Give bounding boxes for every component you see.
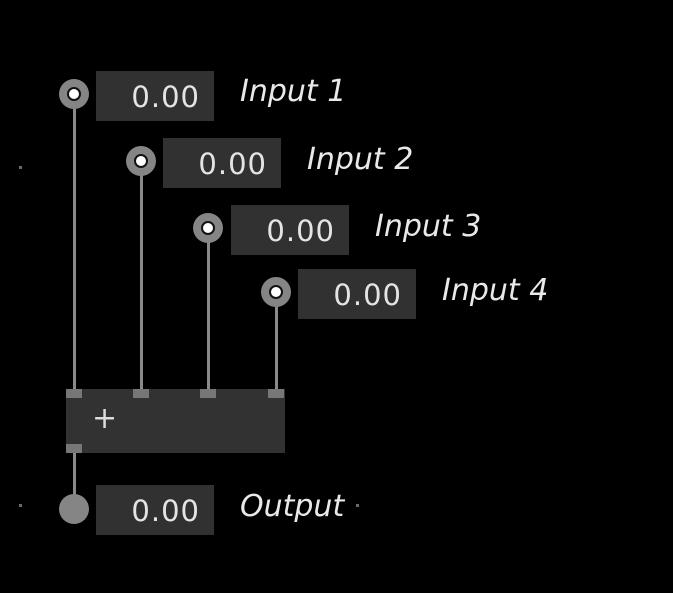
- output-value: 0.00: [96, 485, 214, 535]
- add-input-port-1[interactable]: [66, 389, 82, 398]
- add-input-port-3[interactable]: [200, 389, 216, 398]
- add-output-port[interactable]: [66, 444, 82, 453]
- input-1-value[interactable]: 0.00: [96, 71, 214, 121]
- input-4-wire: [275, 306, 278, 393]
- input-1-wire: [73, 108, 76, 393]
- anchor-dot: [19, 504, 22, 507]
- input-4-label: Input 4: [442, 273, 549, 308]
- input-3-wire: [207, 242, 210, 393]
- input-4-value[interactable]: 0.00: [298, 269, 416, 319]
- input-3-jack[interactable]: [193, 213, 223, 243]
- anchor-dot: [356, 504, 359, 507]
- add-input-port-4[interactable]: [268, 389, 284, 398]
- jack-hole-icon: [269, 285, 283, 299]
- anchor-dot: [19, 166, 22, 169]
- input-3-value[interactable]: 0.00: [231, 205, 349, 255]
- output-wire: [73, 451, 76, 497]
- jack-hole-icon: [134, 154, 148, 168]
- input-1-jack[interactable]: [59, 79, 89, 109]
- input-2-jack[interactable]: [126, 146, 156, 176]
- input-3-label: Input 3: [375, 209, 482, 244]
- add-input-port-2[interactable]: [133, 389, 149, 398]
- jack-hole-icon: [67, 87, 81, 101]
- input-2-wire: [140, 175, 143, 393]
- output-label: Output: [240, 489, 345, 524]
- input-2-label: Input 2: [307, 142, 414, 177]
- output-jack[interactable]: [59, 494, 89, 524]
- add-operator-symbol: +: [92, 401, 118, 436]
- jack-hole-icon: [201, 221, 215, 235]
- input-2-value[interactable]: 0.00: [163, 138, 281, 188]
- input-1-label: Input 1: [240, 74, 347, 109]
- input-4-jack[interactable]: [261, 277, 291, 307]
- add-operator-block[interactable]: +: [66, 389, 285, 453]
